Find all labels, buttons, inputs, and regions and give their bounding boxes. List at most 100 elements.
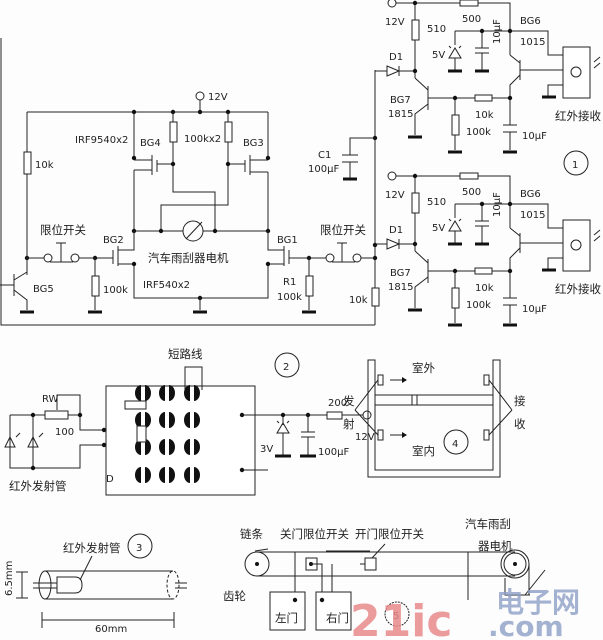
- figure-label-5: 5: [393, 611, 399, 622]
- label-100kx2: 100kx2: [184, 134, 221, 145]
- left-door: [269, 591, 306, 631]
- resistor-100k-a: [169, 121, 178, 143]
- label-rw: RW: [42, 394, 59, 405]
- watermark-logo: 21ic 电子网 .com: [350, 586, 580, 640]
- label-emit-1: 发: [343, 394, 355, 408]
- label-close-switch: 关门限位开关: [280, 527, 349, 541]
- chip-pad: [184, 439, 200, 455]
- chip-pad: [135, 467, 151, 483]
- label-recv-2: 收: [514, 417, 526, 431]
- watermark-brand: 21ic: [350, 596, 452, 640]
- label-diameter: 6.5mm: [4, 561, 15, 596]
- label-10uf-top: 10μF: [492, 19, 503, 44]
- label-5v: 5V: [432, 50, 445, 61]
- h-bridge-circuit: 12V 100kx2 IRF9540x2 BG4 BG3 汽车雨刮器电机 BG2…: [0, 38, 380, 326]
- terminal-12v: [195, 91, 205, 101]
- watermark-domain: .com: [488, 610, 564, 640]
- resistor-r1: [305, 275, 314, 297]
- label-bg1: BG1: [277, 235, 298, 246]
- chip-pad: [159, 412, 175, 428]
- label-indoor: 室内: [412, 444, 435, 458]
- label-12v-2: 12V: [355, 432, 375, 443]
- mosfet-bg3: [228, 155, 269, 231]
- chip-pad: [135, 385, 151, 401]
- installation-diagram: 室外 室内 发 射 接 收 4: [343, 359, 526, 478]
- figure-number-1: [563, 150, 589, 176]
- label-bg6: BG6: [520, 189, 541, 200]
- label-510: 510: [427, 197, 446, 208]
- label-510: 510: [427, 24, 446, 35]
- label-irf9540: IRF9540x2: [75, 135, 128, 146]
- chip-pad: [135, 439, 151, 455]
- label-ir-emitter: 红外发射管: [9, 479, 67, 493]
- label-chain: 链条: [240, 527, 263, 541]
- label-recv-1: 接: [514, 394, 526, 408]
- label-1815: 1815: [388, 282, 413, 293]
- label-c1-value: 100μF: [308, 164, 339, 175]
- label-c1: C1: [318, 150, 331, 161]
- label-10uf-bottom: 10μF: [522, 304, 547, 315]
- label-d1: D1: [389, 225, 403, 236]
- label-100k: 100k: [466, 127, 491, 138]
- label-motor: 汽车雨刮器电机: [148, 251, 229, 265]
- open-limit-switch: [364, 557, 377, 571]
- label-irf540: IRF540x2: [143, 280, 190, 291]
- label-limit-switch-left: 限位开关: [40, 223, 86, 237]
- label-left-door: 左门: [275, 611, 298, 625]
- label-100k: 100k: [466, 300, 491, 311]
- resistor-100k-b: [224, 121, 233, 143]
- label-d1: D1: [389, 52, 403, 63]
- mosfets-bg1-bg2: [95, 231, 309, 299]
- label-10k: 10k: [475, 283, 494, 294]
- label-ir-emitter-3: 红外发射管: [63, 541, 121, 555]
- chip-pad: [159, 385, 175, 401]
- label-bg4: BG4: [140, 138, 161, 149]
- ir-receiver-circuit-top: 12V 510 500 BG6 1015 D1 5V 10μF BG7 1815…: [375, 0, 601, 154]
- label-5v: 5V: [432, 223, 445, 234]
- door-mechanism-diagram: 链条 关门限位开关 开门限位开关 汽车雨刮 器电机 齿轮 左门 右门 5: [223, 517, 546, 631]
- label-right-door: 右门: [326, 611, 349, 625]
- ir-receiver-module: [562, 46, 591, 99]
- potentiometer-rw: [44, 410, 69, 420]
- mosfet-bg4: [133, 155, 173, 231]
- label-10k-left: 10k: [35, 160, 54, 171]
- limit-switch-left: [43, 242, 80, 263]
- label-200: 200: [328, 398, 347, 409]
- label-motor-2: 器电机: [478, 539, 513, 553]
- label-10k: 10k: [475, 110, 494, 121]
- label-chip-d: D: [106, 474, 114, 485]
- label-1015: 1015: [520, 37, 545, 48]
- figure-label-1: 1: [572, 160, 578, 171]
- chip-pad: [184, 467, 200, 483]
- resistor-10k-left: [23, 151, 32, 175]
- figure-label-3: 3: [136, 543, 142, 554]
- chip-pad: [184, 385, 200, 401]
- label-open-switch: 开门限位开关: [355, 527, 424, 541]
- label-r1: R1: [283, 277, 296, 288]
- label-limit-switch-right: 限位开关: [320, 223, 366, 237]
- label-bg3: BG3: [243, 138, 264, 149]
- chip-pad: [159, 467, 175, 483]
- label-bg5: BG5: [33, 284, 54, 295]
- limit-switch-right: [309, 242, 375, 263]
- figure-label-2: 2: [283, 362, 289, 373]
- label-bg7: BG7: [390, 95, 411, 106]
- ir-emitter-circuit: 短路线 2 D 200 12V 3V 100μF RW 100 红外发射管: [4, 347, 375, 496]
- ir-receiver-module: [562, 219, 591, 272]
- label-rw-100: 100: [55, 427, 74, 438]
- figure-label-4: 4: [452, 439, 458, 450]
- label-500: 500: [462, 14, 481, 25]
- label-gear: 齿轮: [223, 589, 246, 603]
- label-10k-right: 10k: [349, 295, 368, 306]
- ir-receiver-circuit-bottom: 12V 510 500 BG6 1015 D1 5V 10μF BG7 1815…: [375, 171, 601, 327]
- label-10uf-top: 10μF: [492, 192, 503, 217]
- label-1015: 1015: [520, 210, 545, 221]
- chip-pad: [184, 412, 200, 428]
- label-100k-left: 100k: [103, 285, 128, 296]
- label-ir-receiver: 红外接收: [555, 109, 601, 123]
- label-3v: 3V: [260, 444, 273, 455]
- label-10uf-bottom: 10μF: [522, 131, 547, 142]
- label-bg2: BG2: [103, 235, 124, 246]
